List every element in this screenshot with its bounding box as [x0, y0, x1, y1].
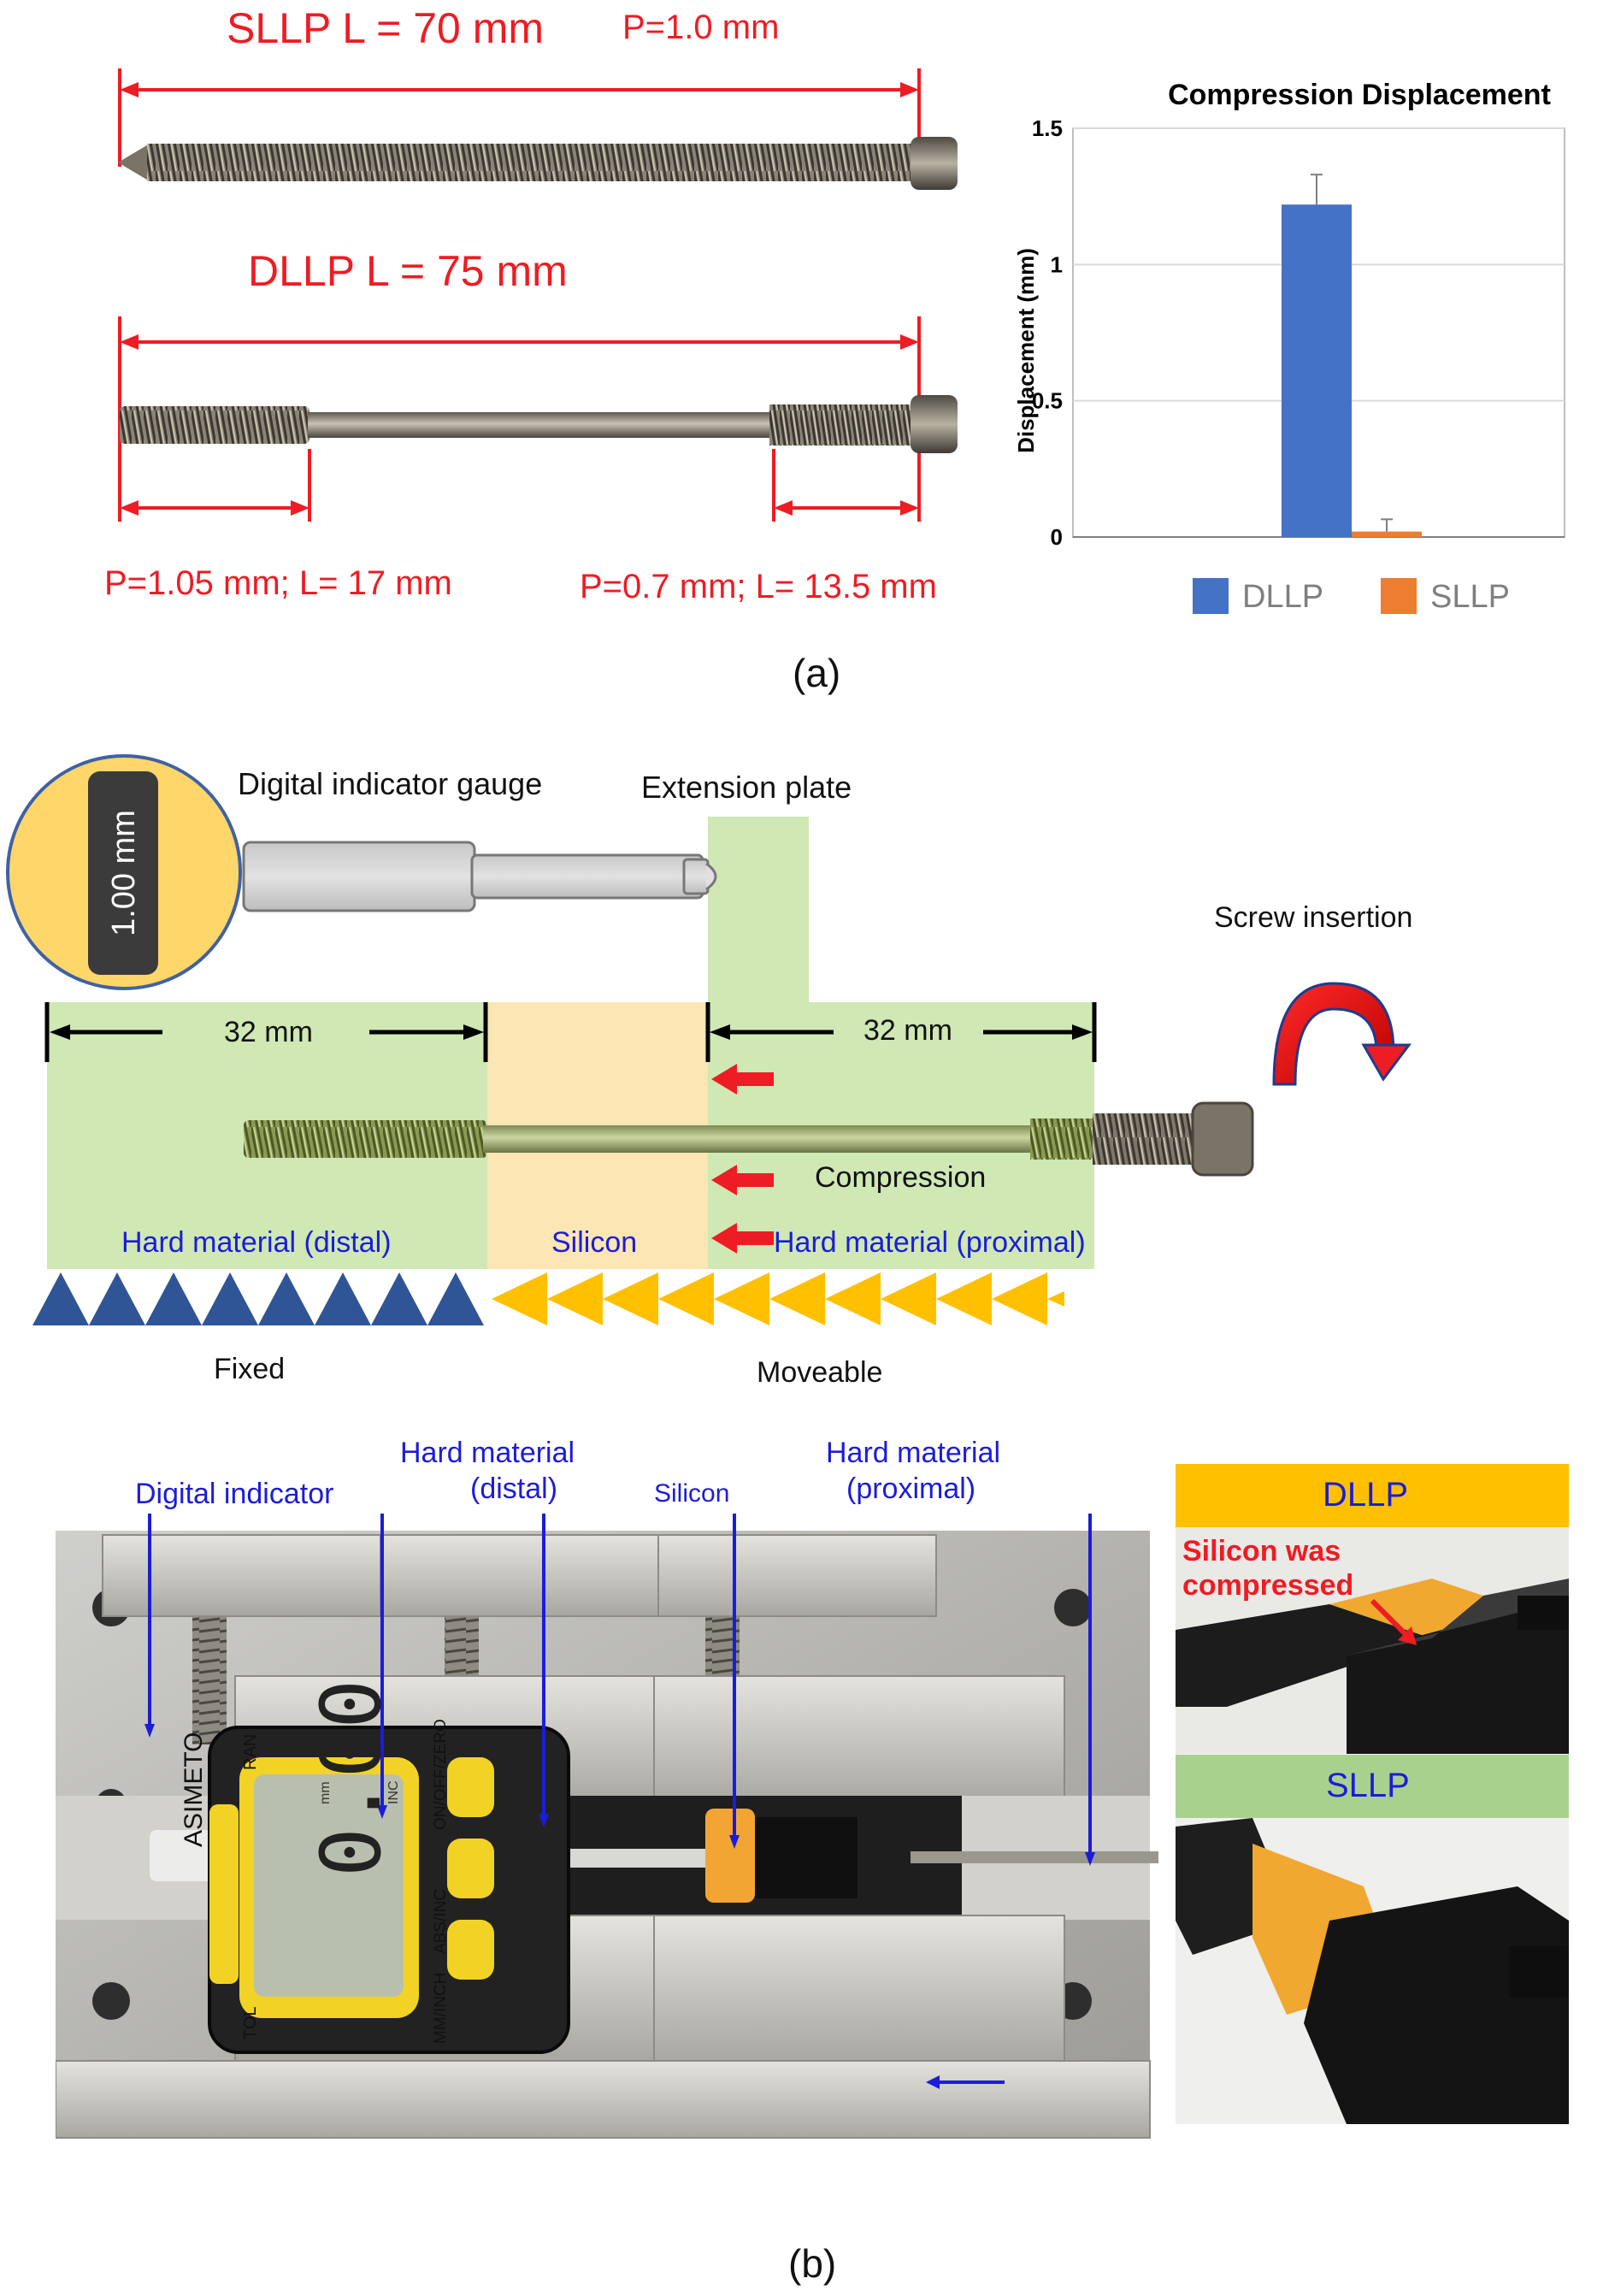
moveable-support-triangles: [492, 1272, 1064, 1325]
dllp-screw: [120, 395, 958, 453]
chart-bars: [1282, 174, 1422, 537]
test-setup-schematic: 1.00 mm: [6, 754, 1412, 1325]
chart-title: Compression Displacement: [1168, 79, 1551, 111]
sllp-tag: SLLP: [1176, 1755, 1569, 1818]
indicator-inc: INC: [386, 1780, 401, 1804]
extension-plate: [708, 817, 809, 1003]
moveable-label: Moveable: [757, 1356, 883, 1389]
indicator-zero: ON/OFF/ZERO: [432, 1719, 450, 1830]
compression-label: Compression: [815, 1161, 987, 1194]
fixed-support-triangles: [32, 1272, 484, 1325]
dllp-note: Silicon was compressed: [1182, 1535, 1354, 1602]
hard-distal-label: Hard material (distal): [121, 1226, 392, 1259]
dllp-tag: DLLP: [1176, 1464, 1569, 1527]
indicator-reading: 1.00 mm: [106, 810, 142, 936]
legend-swatch-sllp: [1381, 578, 1417, 614]
dimension-lines: [44, 1002, 1097, 1062]
compression-arrows: [711, 1064, 774, 1254]
sllp-length-label: SLLP L = 70 mm: [227, 4, 545, 52]
indicator-brand: ASIMETO: [180, 1732, 208, 1847]
dim-left-label: 32 mm: [224, 1016, 313, 1048]
indicator-probe: [242, 841, 717, 912]
dllp-distal-thread-label: P=1.05 mm; L= 17 mm: [104, 564, 452, 602]
photo-label-hard-proximal-1: Hard material: [826, 1437, 1001, 1469]
photo-label-hard-distal-2: (distal): [470, 1473, 558, 1505]
caption-b: (b): [788, 2241, 837, 2286]
photo-label-silicon: Silicon: [654, 1479, 730, 1508]
dllp-inset-photo: [1176, 1527, 1569, 1754]
screw-insertion-label: Screw insertion: [1214, 901, 1413, 934]
indicator-abs: ABS/INC: [432, 1888, 450, 1954]
chart-ylabel: Displacement (mm): [1013, 248, 1039, 453]
panel-a: SLLP L = 70 mm P=1.0 mm DLLP L = 75 mm P…: [0, 0, 1609, 710]
dllp-tag-label: DLLP: [1323, 1476, 1409, 1514]
legend-label-sllp: SLLP: [1430, 579, 1510, 615]
bar-sllp: [1352, 531, 1422, 537]
sllp-screw: [118, 137, 958, 190]
y-tick-label: 1.5: [1032, 115, 1063, 141]
photo-label-digital-indicator: Digital indicator: [135, 1478, 334, 1510]
y-tick-label: 0.5: [1032, 388, 1063, 414]
compression-displacement-chart: Compression Displacement Displacement (m…: [1013, 79, 1565, 615]
y-tick-label: 1: [1051, 251, 1063, 277]
legend-label-dllp: DLLP: [1242, 579, 1323, 615]
extension-plate-label: Extension plate: [641, 770, 852, 805]
y-tick-label: 0: [1051, 524, 1063, 550]
photo-label-hard-distal-1: Hard material: [400, 1437, 575, 1469]
dllp-proximal-thread-label: P=0.7 mm; L= 13.5 mm: [580, 568, 937, 605]
sllp-inset-photo: [1176, 1818, 1569, 2124]
hard-proximal-label: Hard material (proximal): [774, 1226, 1086, 1259]
indicator-display: [88, 771, 158, 975]
legend-swatch-dllp: [1193, 578, 1229, 614]
sllp-tag-label: SLLP: [1326, 1767, 1410, 1804]
sllp-pitch-label: P=1.0 mm: [622, 9, 780, 46]
indicator-digital-reading: 0.00: [304, 1679, 399, 1877]
dllp-length-label: DLLP L = 75 mm: [248, 247, 568, 295]
dllp-note-arrow-icon: [1370, 1598, 1417, 1645]
fixed-label: Fixed: [214, 1353, 286, 1385]
inserted-screw: [244, 1101, 1254, 1177]
bar-dllp: [1282, 204, 1352, 537]
screw-insertion-arrow-icon: [1272, 982, 1412, 1086]
gauge-label: Digital indicator gauge: [238, 766, 543, 801]
chart-legend: DLLP SLLP: [1193, 578, 1510, 615]
silicon-label: Silicon: [551, 1226, 638, 1259]
photo-label-hard-proximal-2: (proximal): [846, 1473, 976, 1505]
indicator-ran: RAN: [241, 1733, 260, 1770]
indicator-unit: MM/INCH: [432, 1972, 450, 2044]
dllp-inset: DLLP Silicon was compressed SLLP: [1176, 1464, 1569, 2124]
test-rig-photo: [56, 1514, 1158, 2139]
screw-diagram-a: [118, 68, 958, 522]
caption-a: (a): [793, 651, 841, 695]
indicator-tol: TOL: [241, 2006, 260, 2039]
indicator-mm: mm: [318, 1781, 333, 1804]
dim-right-label: 32 mm: [863, 1014, 952, 1047]
